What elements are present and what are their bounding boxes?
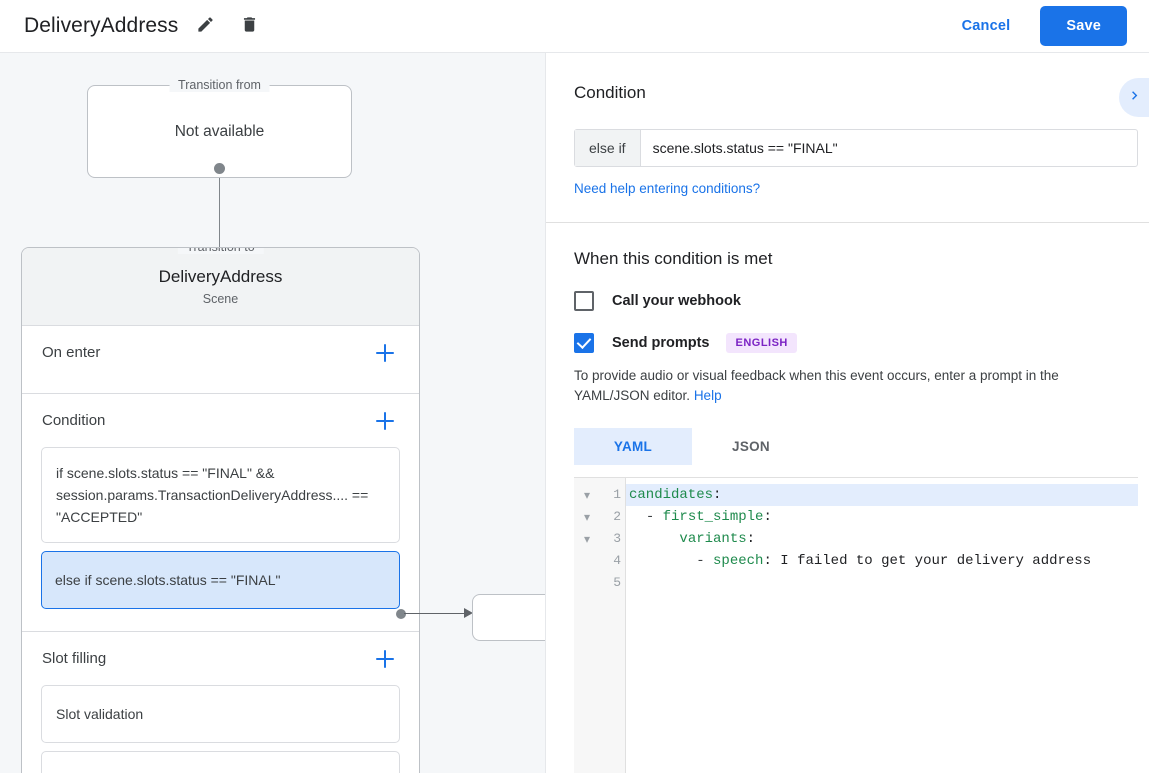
scene-header: DeliveryAddress Scene bbox=[22, 248, 419, 326]
transition-from-card[interactable]: Transition from Not available bbox=[87, 78, 352, 178]
editor-tabs: YAML JSON bbox=[574, 428, 1121, 465]
tab-json[interactable]: JSON bbox=[692, 428, 810, 465]
trash-icon bbox=[240, 15, 259, 37]
code-line[interactable]: - first_simple: bbox=[645, 509, 772, 525]
details-panel: Condition else if Need help entering con… bbox=[545, 53, 1149, 773]
panel-condition-heading: Condition bbox=[574, 83, 646, 102]
transition-from-value: Not available bbox=[174, 122, 265, 140]
condition-edge-line bbox=[404, 613, 466, 614]
section-condition: Condition if scene.slots.status == "FINA… bbox=[22, 394, 419, 632]
send-prompts-checkbox[interactable] bbox=[574, 333, 594, 353]
condition-prefix-label: else if bbox=[575, 130, 641, 166]
line-number: 4 bbox=[613, 553, 621, 568]
line-number: 5 bbox=[613, 575, 621, 590]
line-number: 2 bbox=[613, 509, 621, 524]
add-condition-icon[interactable] bbox=[372, 408, 398, 434]
page-title: DeliveryAddress bbox=[24, 14, 179, 37]
add-on-enter-icon[interactable] bbox=[372, 340, 398, 366]
condition-input-row[interactable]: else if bbox=[574, 129, 1138, 167]
connector-dot bbox=[214, 163, 225, 174]
section-header-on-enter: On enter bbox=[22, 326, 419, 379]
section-title-slot-filling: Slot filling bbox=[42, 650, 107, 667]
section-header-condition: Condition bbox=[22, 394, 419, 447]
panel-expand-button[interactable] bbox=[1119, 78, 1149, 117]
yaml-editor[interactable]: ▾ ▾ ▾ 1 2 3 4 5 candidates: - first_simple: va… bbox=[574, 477, 1138, 773]
prompt-description-text: To provide audio or visual feedback when… bbox=[574, 368, 1059, 403]
scene-type: Scene bbox=[202, 292, 239, 306]
header-actions: Cancel Save bbox=[949, 6, 1149, 46]
line-number: 1 bbox=[613, 487, 621, 502]
next-node-card[interactable] bbox=[472, 594, 545, 641]
cancel-button[interactable]: Cancel bbox=[949, 9, 1024, 43]
delete-button[interactable] bbox=[232, 9, 266, 43]
transition-to-legend: Transition to bbox=[177, 248, 264, 254]
code-line[interactable]: variants: bbox=[679, 531, 756, 547]
line-number: 3 bbox=[613, 531, 621, 546]
section-slot-filling: Slot filling Slot validation Transaction… bbox=[22, 632, 419, 773]
graph-canvas[interactable]: Transition from Not available Transition… bbox=[0, 53, 545, 773]
scene-name: DeliveryAddress bbox=[158, 267, 283, 286]
prompt-description: To provide audio or visual feedback when… bbox=[574, 366, 1121, 406]
section-header-slot-filling: Slot filling bbox=[22, 632, 419, 685]
panel-condition-section: Condition else if Need help entering con… bbox=[546, 53, 1149, 223]
send-prompts-row[interactable]: Send prompts ENGLISH bbox=[574, 333, 1121, 353]
condition-item-selected[interactable]: else if scene.slots.status == "FINAL" bbox=[41, 551, 400, 609]
condition-help-link[interactable]: Need help entering conditions? bbox=[574, 181, 761, 196]
fold-toggle-icon[interactable]: ▾ bbox=[583, 510, 591, 524]
add-slot-filling-icon[interactable] bbox=[372, 646, 398, 672]
fold-toggle-icon bbox=[574, 550, 600, 572]
code-line[interactable]: candidates: bbox=[626, 484, 1138, 506]
webhook-label: Call your webhook bbox=[612, 293, 741, 309]
condition-expression-input[interactable] bbox=[640, 130, 1137, 166]
slot-filling-item[interactable]: TransactionDeliveryAddress bbox=[41, 751, 400, 773]
pencil-icon bbox=[196, 15, 215, 37]
fold-toggle-icon[interactable]: ▾ bbox=[583, 488, 591, 502]
tab-yaml[interactable]: YAML bbox=[574, 428, 692, 465]
webhook-checkbox[interactable] bbox=[574, 291, 594, 311]
code-line[interactable] bbox=[626, 572, 1138, 594]
chevron-right-icon bbox=[1126, 87, 1143, 109]
condition-edge-arrowhead bbox=[464, 608, 473, 618]
slot-filling-item[interactable]: Slot validation bbox=[41, 685, 400, 743]
condition-item[interactable]: if scene.slots.status == "FINAL" && sess… bbox=[41, 447, 400, 543]
section-title-on-enter: On enter bbox=[42, 344, 101, 361]
prompt-help-link[interactable]: Help bbox=[693, 388, 722, 403]
save-button[interactable]: Save bbox=[1040, 6, 1127, 46]
line-number-gutter: 1 2 3 4 5 bbox=[600, 478, 626, 773]
section-on-enter: On enter bbox=[22, 326, 419, 394]
panel-when-met-section: When this condition is met Call your web… bbox=[546, 223, 1149, 773]
section-title-condition: Condition bbox=[42, 412, 106, 429]
language-badge: ENGLISH bbox=[726, 333, 797, 353]
app-header: DeliveryAddress Cancel Save bbox=[0, 0, 1149, 53]
transition-to-card[interactable]: Transition to DeliveryAddress Scene On e… bbox=[21, 247, 420, 773]
code-line[interactable]: - speech: I failed to get your delivery … bbox=[696, 553, 1092, 569]
connector-line bbox=[219, 178, 220, 264]
fold-gutter[interactable]: ▾ ▾ ▾ bbox=[574, 478, 600, 773]
edit-button[interactable] bbox=[188, 9, 222, 43]
transition-from-legend: Transition from bbox=[169, 78, 270, 92]
webhook-row[interactable]: Call your webhook bbox=[574, 291, 1121, 311]
send-prompts-label: Send prompts bbox=[612, 335, 710, 351]
code-content[interactable]: candidates: - first_simple: variants: - … bbox=[626, 478, 1138, 773]
when-met-heading: When this condition is met bbox=[574, 249, 773, 268]
fold-toggle-icon bbox=[574, 572, 600, 594]
fold-toggle-icon[interactable]: ▾ bbox=[583, 532, 591, 546]
condition-output-handle[interactable] bbox=[396, 609, 406, 619]
